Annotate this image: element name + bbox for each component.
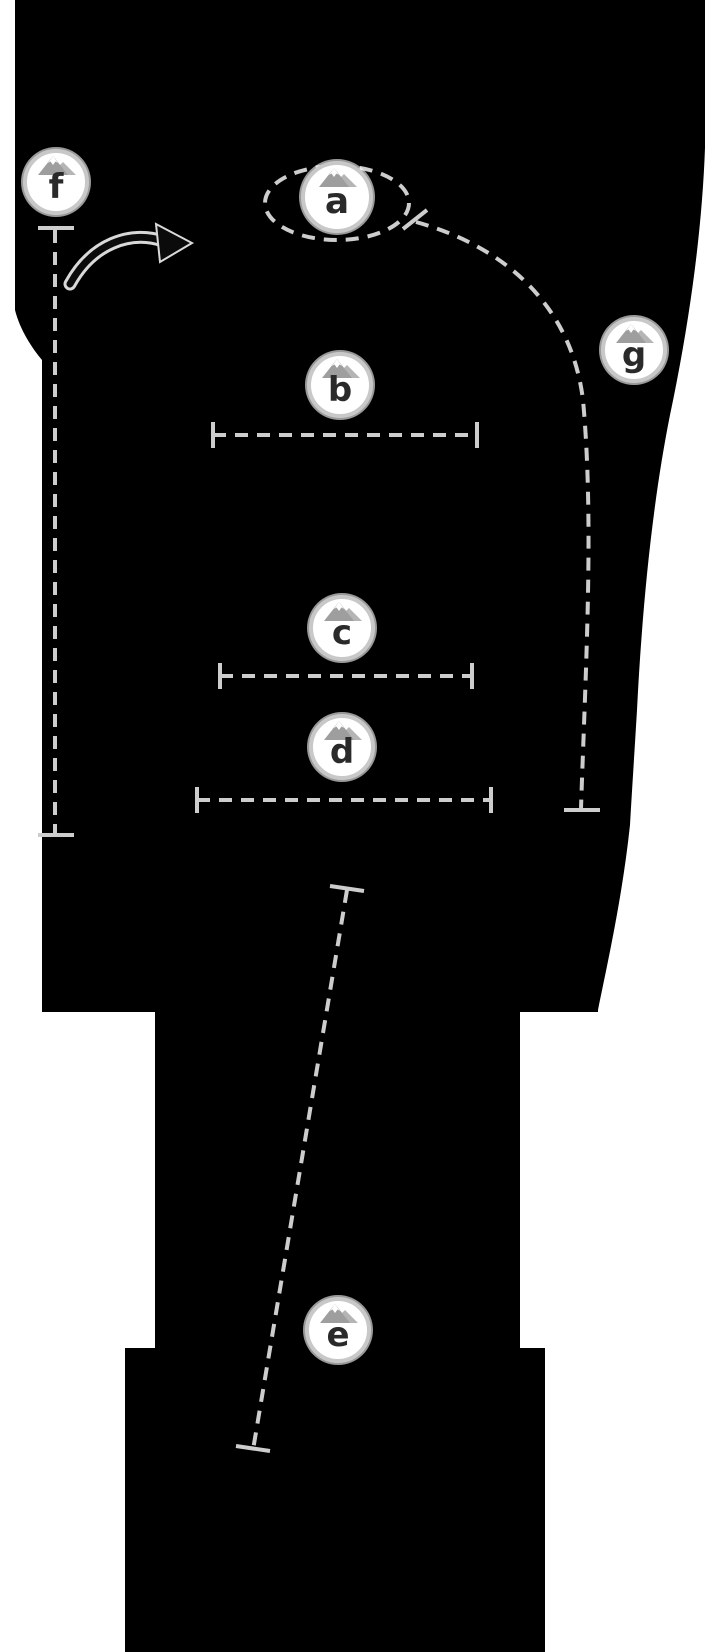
measure-line-e [235,884,365,1453]
badge-g-label: g [621,335,647,375]
measure-line-d [195,787,493,813]
badge-c-label: c [331,613,353,653]
mountain-icon [38,156,76,175]
curved-arrow-icon [63,222,195,291]
badge-e-label: e [326,1315,350,1355]
badge-a: a [301,161,373,233]
badge-d-label: d [329,732,355,772]
badge-f: f [23,149,89,215]
mountain-icon [320,1304,358,1323]
badge-d: d [309,714,375,780]
mountain-icon [322,359,360,378]
garment-silhouette [15,0,705,1652]
badge-f-label: f [48,167,64,207]
badge-a-label: a [324,181,350,222]
mountain-icon [616,324,654,343]
mountain-icon [324,721,362,740]
mountain-icon [319,168,357,187]
measure-line-g [401,208,600,812]
measure-line-a [263,164,411,242]
badge-b-label: b [327,370,353,410]
badge-e: e [305,1297,371,1363]
badge-g: g [601,317,667,383]
mountain-icon [324,602,362,621]
badge-b: b [307,352,373,418]
badge-c: c [309,595,375,661]
measure-line-f [38,226,74,837]
measure-line-b [211,422,479,448]
measure-line-c [218,663,474,689]
